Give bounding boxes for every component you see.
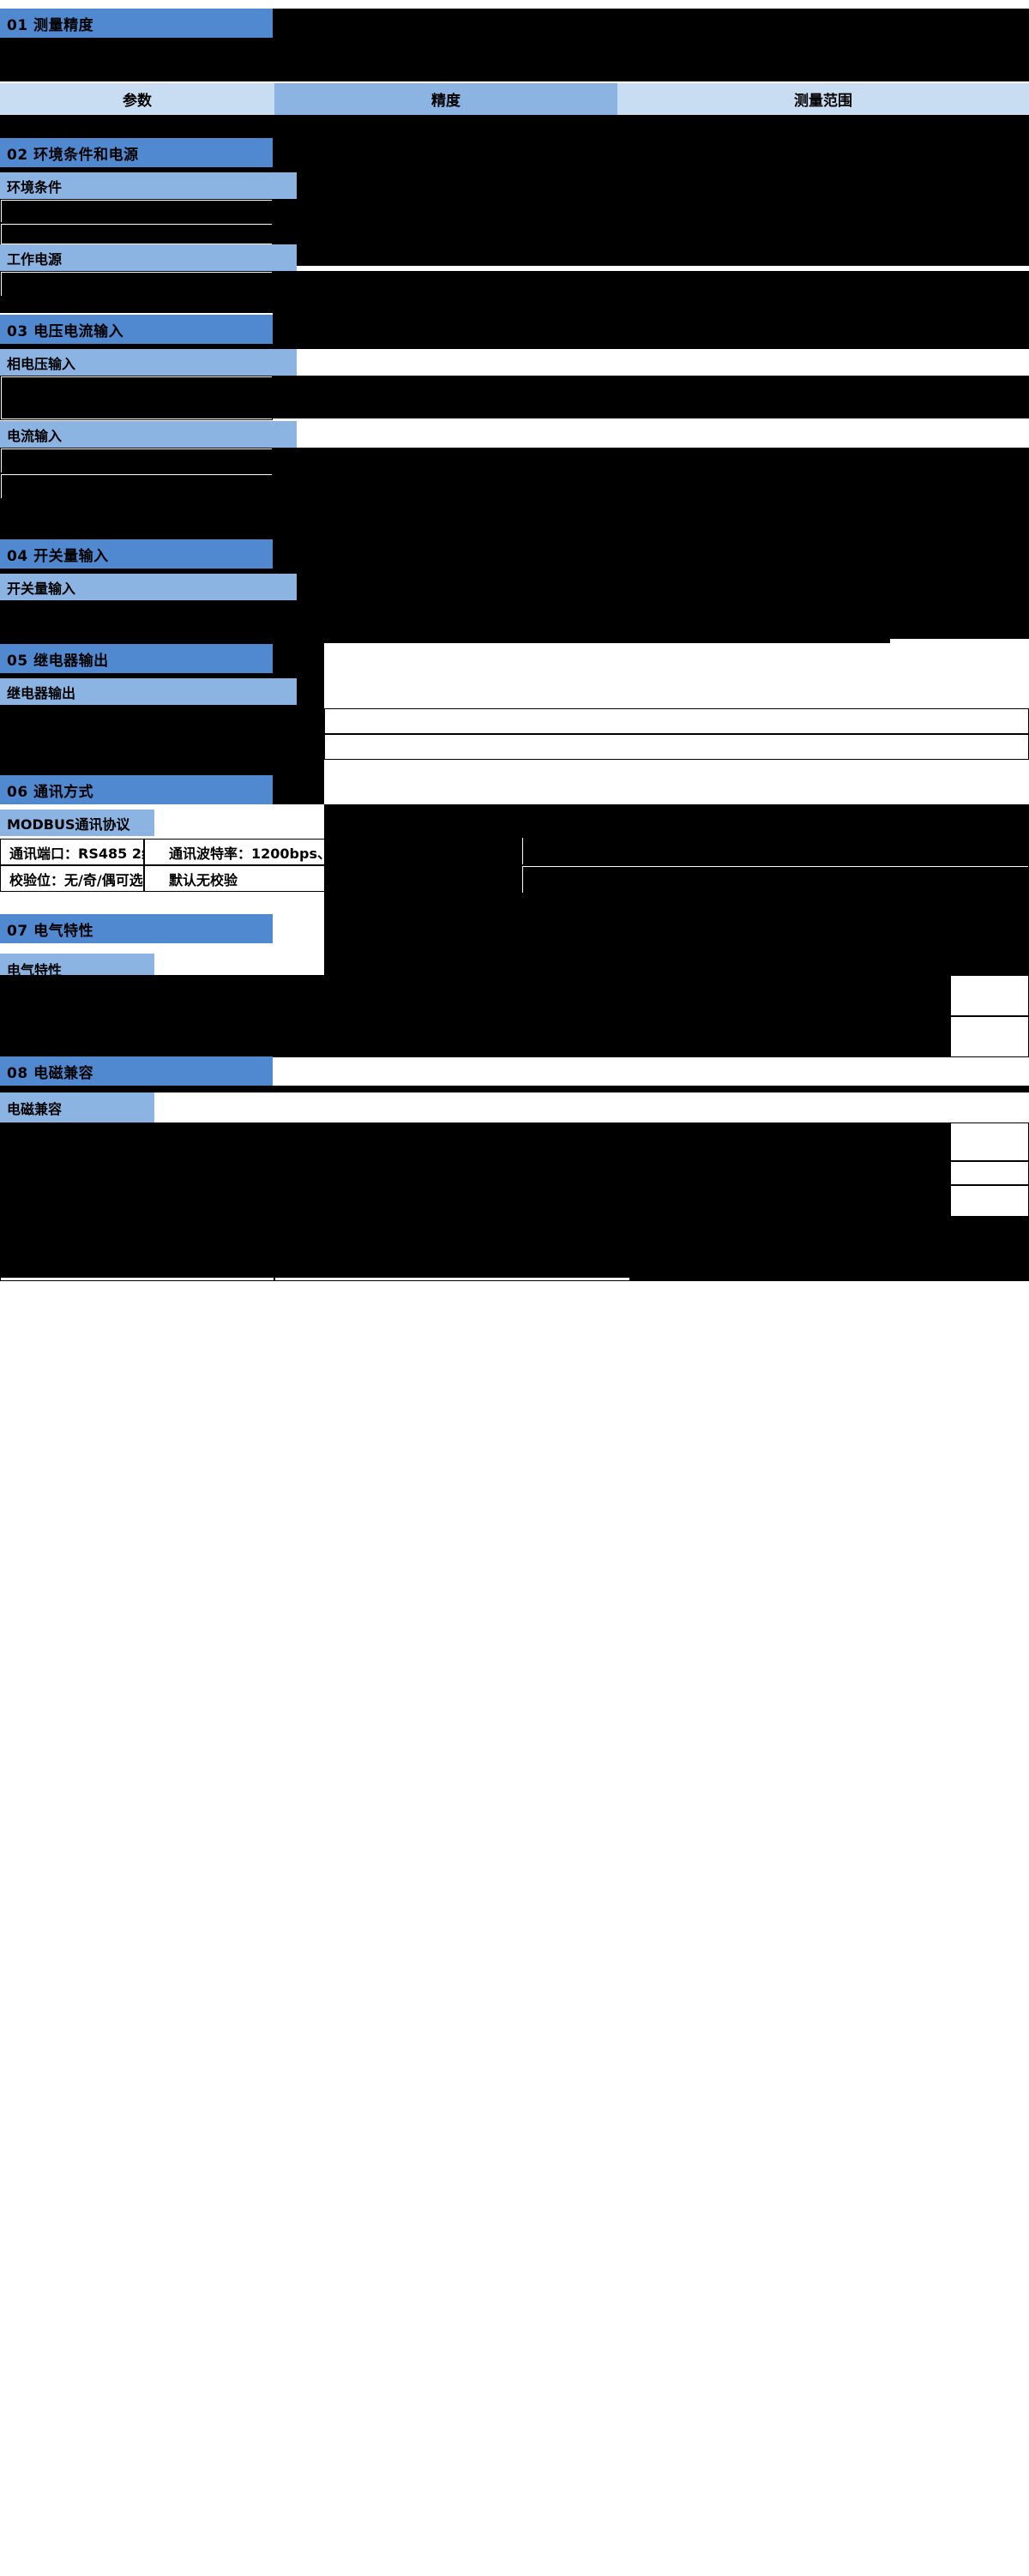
subsection-header-environment: 环境条件 [0, 172, 297, 199]
redacted-block [523, 867, 1029, 975]
table-cell [950, 1016, 1029, 1057]
subsection-header-relay-output: 继电器输出 [0, 678, 297, 705]
table-row: 通讯端口：RS485 2线 半双工 [0, 839, 144, 865]
section-header-03: 03 电压电流输入 [0, 315, 273, 344]
section-header-07: 07 电气特性 [0, 914, 273, 943]
subsection-header-current-input: 电流输入 [0, 421, 297, 448]
subsection-header-digital-input: 开关量输入 [0, 574, 297, 600]
subsection-header-emc: 电磁兼容 [0, 1092, 154, 1122]
redacted-block [523, 804, 1029, 864]
redacted-block [0, 1086, 1029, 1092]
subsection-header-power-supply: 工作电源 [0, 244, 297, 271]
section-header-04: 04 开关量输入 [0, 539, 273, 569]
redacted-block [0, 569, 1029, 574]
subsection-header-phase-voltage-input: 相电压输入 [0, 349, 297, 376]
table-cell [324, 734, 1029, 760]
redacted-block [0, 600, 1029, 643]
redacted-block [2, 377, 1029, 418]
table-cell [950, 1161, 1029, 1185]
section-header-01: 01 测量精度 [0, 9, 273, 38]
table-cell [950, 975, 1029, 1016]
table-cell [950, 1185, 1029, 1218]
redacted-block [0, 38, 273, 81]
section-header-06-duplicate: 06 通讯方式 [0, 775, 273, 804]
column-header-accuracy: 精度 [274, 83, 617, 115]
table-cell [324, 708, 1029, 734]
redacted-block [0, 167, 1029, 172]
redacted-block [273, 313, 1029, 346]
column-header-parameter: 参数 [0, 83, 274, 115]
redacted-block [273, 9, 1029, 81]
section-header-02: 02 环境条件和电源 [0, 138, 273, 167]
redacted-block [0, 344, 1029, 349]
section-header-08: 08 电磁兼容 [0, 1056, 273, 1086]
table-row: 校验位：无/奇/偶可选 [0, 865, 144, 892]
section-header-05: 05 继电器输出 [0, 644, 273, 673]
redacted-block [2, 225, 1029, 244]
redacted-block [2, 475, 1029, 523]
table-cell [950, 1122, 1029, 1161]
redacted-block [630, 1216, 1029, 1281]
redacted-block [2, 273, 1029, 313]
redacted-block [0, 975, 950, 1057]
column-header-range: 测量范围 [617, 83, 1029, 115]
redacted-block [324, 639, 890, 643]
subsection-header-modbus-protocol: MODBUS通讯协议 [0, 810, 154, 836]
redacted-block [0, 1255, 630, 1278]
